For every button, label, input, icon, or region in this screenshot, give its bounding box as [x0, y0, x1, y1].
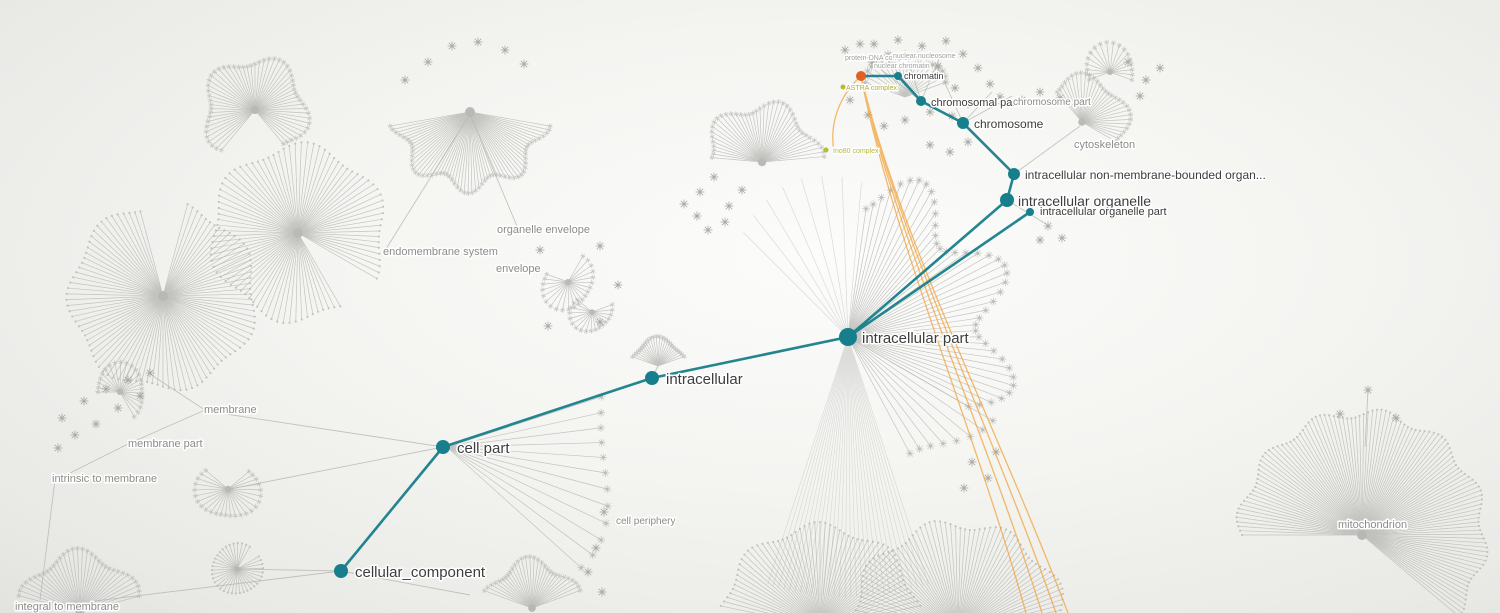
graph-node-chromatin[interactable] [894, 72, 902, 80]
highlight-edges-orange [832, 75, 1069, 613]
fan-cluster [191, 467, 264, 519]
graph-node-ino80-complex[interactable] [823, 147, 829, 153]
fan-cluster [209, 141, 385, 324]
cluster-label[interactable]: endomembrane system [382, 245, 500, 260]
fan-cluster [446, 392, 612, 572]
cluster-node[interactable] [224, 485, 232, 493]
node-label-cell-part[interactable]: cell part [456, 439, 512, 459]
fan-cluster [1084, 39, 1135, 83]
cluster-label[interactable]: intrinsic to membrane [51, 472, 159, 487]
cluster-label[interactable]: integral to membrane [14, 600, 121, 613]
graph-node-intracellular-organelle-part[interactable] [1026, 208, 1034, 216]
graph-node-nuclear-chromatin[interactable] [856, 71, 866, 81]
fan-cluster [210, 542, 265, 595]
cluster-label[interactable]: cell periphery [615, 515, 677, 529]
cluster-label[interactable]: membrane part [127, 437, 205, 452]
fan-cluster [203, 55, 313, 153]
fan-cluster [539, 253, 596, 313]
node-label-intracellular[interactable]: intracellular [665, 370, 745, 390]
graph-node-cell-part[interactable] [436, 440, 450, 454]
node-label-intracellular-organelle-part[interactable]: intracellular organelle part [1039, 205, 1169, 220]
cluster-label[interactable]: nuclear chromatin [873, 62, 932, 72]
cluster-label[interactable]: ASTRA complex [845, 84, 899, 94]
cluster-node[interactable] [116, 388, 124, 396]
graph-node-intracellular-part[interactable] [839, 328, 857, 346]
cluster-label[interactable]: membrane [203, 403, 259, 418]
cluster-node[interactable] [251, 106, 259, 114]
cluster-node[interactable] [1078, 118, 1086, 126]
cluster-node[interactable] [757, 157, 767, 167]
node-label-chromosome[interactable]: chromosome [973, 116, 1046, 133]
cluster-node[interactable] [234, 566, 240, 572]
gray-edges [39, 49, 1369, 602]
graph-node-intracellular-organelle[interactable] [1000, 193, 1014, 207]
node-label-intracellular-part[interactable]: intracellular part [861, 329, 972, 349]
cluster-label[interactable]: envelope [495, 262, 543, 277]
cluster-node[interactable] [528, 604, 536, 612]
cluster-label[interactable]: Ino80 complex [832, 147, 881, 157]
cluster-node[interactable] [1106, 68, 1114, 76]
cluster-label[interactable]: chromosome part [1012, 96, 1093, 110]
cluster-node[interactable] [589, 309, 595, 315]
node-label-chromatin[interactable]: chromatin [903, 70, 946, 83]
fan-cluster [16, 545, 142, 613]
fan-cluster [1054, 70, 1134, 145]
cluster-label[interactable]: protein-DNA complex [844, 54, 914, 64]
fan-cluster [719, 520, 922, 613]
node-label-chromosomal-part[interactable]: chromosomal part [930, 96, 1021, 111]
fan-cluster [95, 359, 145, 420]
cluster-node[interactable] [75, 607, 85, 613]
fan-cluster [65, 203, 256, 392]
node-label-intracellular-organelle[interactable]: intracellular organelle [1017, 192, 1153, 211]
cluster-node[interactable] [564, 278, 572, 286]
graph-node-astra-complex[interactable] [840, 84, 846, 90]
selected-path-edges [339, 74, 1031, 572]
cluster-node[interactable] [158, 291, 168, 301]
cluster-node[interactable] [293, 228, 303, 238]
fan-cluster [1235, 408, 1489, 613]
fan-cluster [481, 554, 583, 612]
fan-cluster [854, 520, 1064, 613]
node-label-cellular-component[interactable]: cellular_component [354, 563, 488, 583]
node-label-intracellular-nmb-organelle[interactable]: intracellular non-membrane-bounded organ… [1024, 167, 1268, 184]
fan-cluster [630, 333, 687, 367]
fan-cluster [743, 175, 862, 338]
cluster-label[interactable]: cytoskeleton [1073, 138, 1137, 153]
cluster-node[interactable] [1357, 530, 1367, 540]
cluster-label[interactable]: mitochondrion [1337, 518, 1409, 533]
cluster-label[interactable]: organelle envelope [496, 223, 592, 238]
cluster-node[interactable] [465, 107, 475, 117]
graph-node-cellular-component[interactable] [334, 564, 348, 578]
graph-node-chromosomal-part[interactable] [916, 96, 926, 106]
graph-node-chromosome[interactable] [957, 117, 969, 129]
fan-cluster [567, 297, 615, 335]
cluster-label[interactable]: nuclear nucleosome [892, 52, 958, 62]
graph-node-intracellular[interactable] [645, 371, 659, 385]
fan-cluster [847, 176, 1018, 411]
fan-cluster [387, 107, 553, 196]
fan-cluster [709, 99, 827, 167]
flower-nodes[interactable] [53, 35, 1401, 597]
graph-node-intracellular-nmb-organelle[interactable] [1008, 168, 1020, 180]
